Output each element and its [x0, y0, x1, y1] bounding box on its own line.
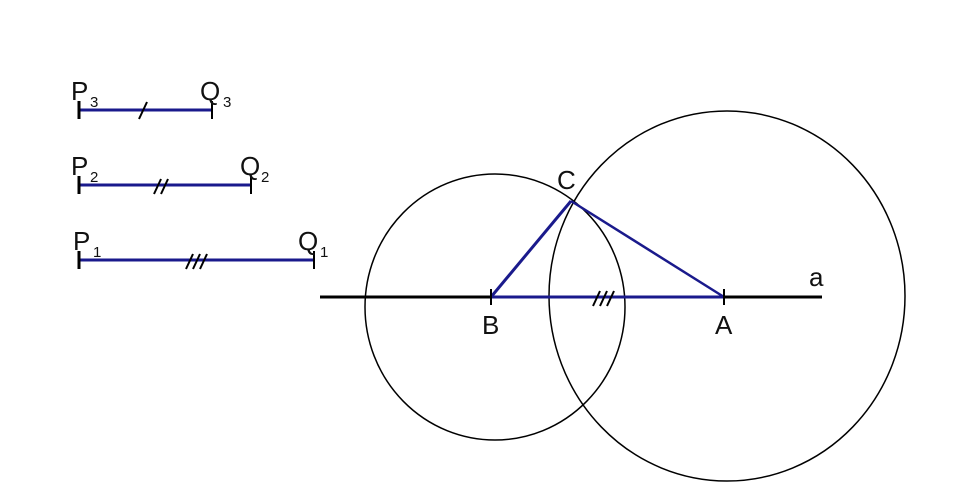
label-q3-index: 3: [223, 94, 231, 111]
tick-mark: [592, 290, 601, 307]
label-q1-index: 1: [320, 244, 328, 261]
label-p1: P: [73, 226, 90, 256]
tick-mark: [599, 290, 608, 307]
tick-mark: [606, 290, 615, 307]
tick-mark: [199, 253, 208, 270]
label-q3: Q: [200, 76, 220, 106]
side-ca: [570, 199, 725, 299]
tick-mark: [138, 101, 148, 120]
label-q2-index: 2: [261, 169, 269, 186]
side-bc: [489, 200, 573, 298]
label-q1: Q: [298, 226, 318, 256]
label-p3-index: 3: [90, 94, 98, 111]
segment-p2q2: P 2 Q 2: [71, 151, 269, 195]
label-p3: P: [71, 76, 88, 106]
segment-p3q3: P 3 Q 3: [71, 76, 231, 120]
label-q2: Q: [240, 151, 260, 181]
tick-mark: [160, 178, 169, 195]
label-p1-index: 1: [93, 244, 101, 261]
tick-mark: [153, 178, 162, 195]
tick-mark: [185, 253, 194, 270]
tick-mark: [192, 253, 201, 270]
triangle-abc: [489, 199, 725, 307]
label-b: B: [482, 310, 499, 340]
label-a: A: [715, 310, 733, 340]
label-c: C: [557, 165, 576, 195]
label-p2-index: 2: [90, 169, 98, 186]
circle-b: [364, 173, 626, 441]
segment-p1q1: P 1 Q 1: [73, 226, 328, 270]
label-p2: P: [71, 151, 88, 181]
label-line-a: a: [809, 262, 824, 292]
